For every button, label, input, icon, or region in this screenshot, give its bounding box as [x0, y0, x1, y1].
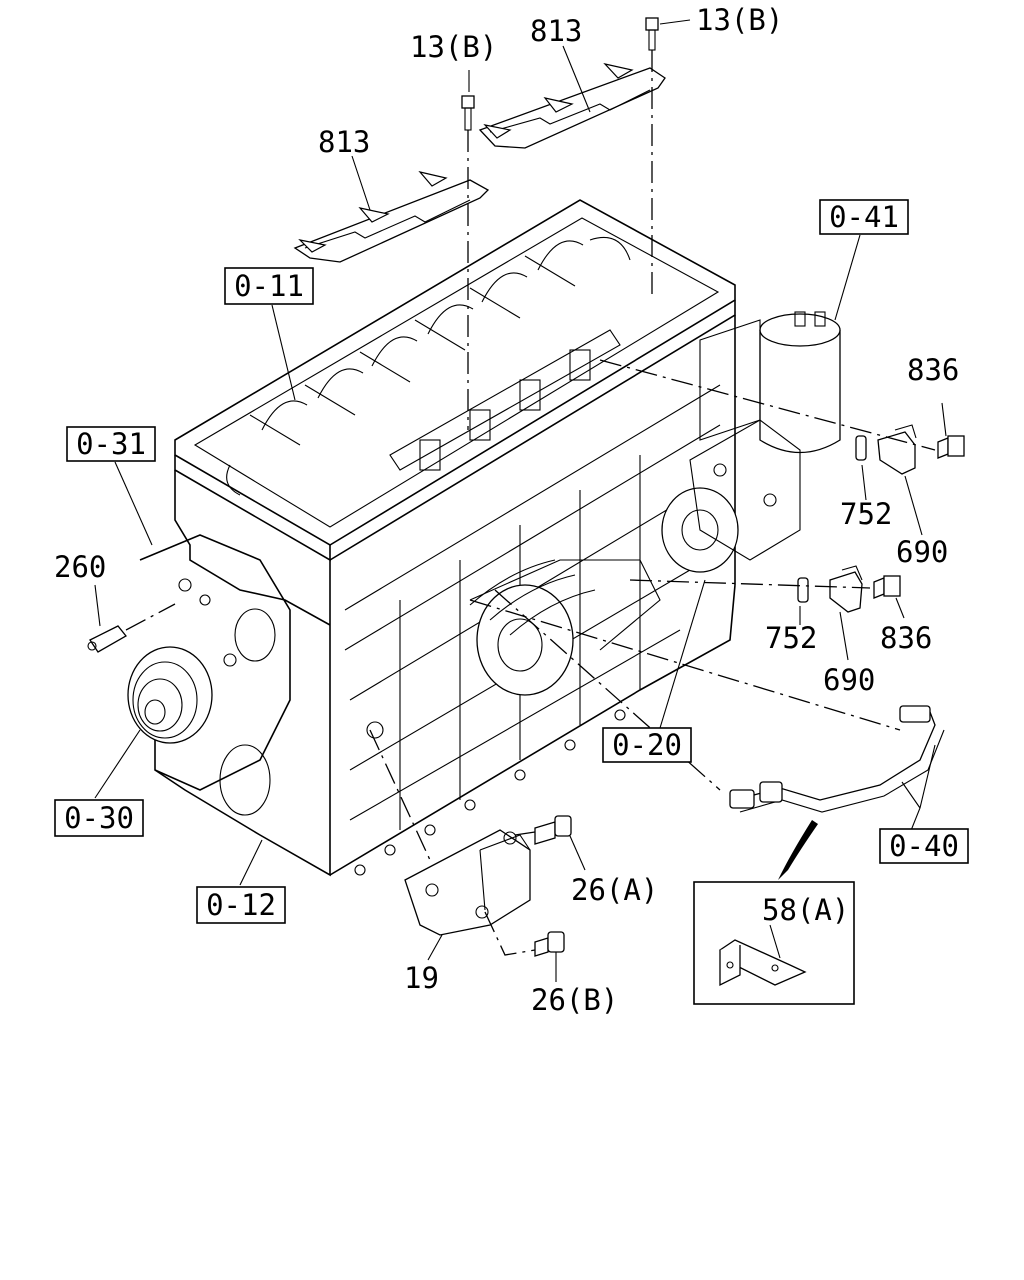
label-harness-813-right: 813	[530, 14, 582, 48]
ref-box-0-20: 0-20	[602, 727, 692, 763]
harness-bracket-813-left	[293, 171, 490, 263]
label-clip-58a: 58(A)	[762, 893, 849, 927]
sensor-260	[87, 603, 176, 653]
bolt-26a	[514, 815, 572, 845]
part-labels: 13(B) 13(B) 813 813 260 836 752 690 752 …	[54, 3, 959, 1017]
ref-box-0-12: 0-12	[196, 886, 286, 924]
ref-box-0-31: 0-31	[66, 426, 156, 462]
bolt-13b-left	[461, 95, 475, 430]
label-sensor-260: 260	[54, 550, 106, 584]
oring-752-lower	[797, 577, 809, 603]
label-bolt-13b-top: 13(B)	[696, 3, 783, 37]
bolt-836-upper	[937, 402, 965, 459]
ref-label-0-11: 0-11	[234, 269, 304, 303]
engine-block	[127, 199, 841, 877]
ref-label-0-40: 0-40	[889, 829, 959, 863]
ref-label-0-41: 0-41	[829, 200, 899, 234]
clip-58a-inset	[693, 820, 855, 1005]
label-bolt-836-upper: 836	[907, 353, 959, 387]
label-sensor-690-lower: 690	[823, 663, 875, 697]
label-bolt-26b: 26(B)	[531, 983, 618, 1017]
label-harness-813-left: 813	[318, 125, 370, 159]
label-oring-752-lower: 752	[765, 621, 817, 655]
oring-752-upper	[855, 435, 867, 461]
bolt-836-lower	[873, 575, 901, 599]
label-bolt-13b-left: 13(B)	[410, 30, 497, 64]
bolt-13b-top	[645, 17, 691, 300]
ref-box-0-11: 0-11	[224, 267, 314, 305]
ref-box-0-30: 0-30	[54, 799, 144, 837]
bolt-26b	[484, 911, 565, 957]
ref-box-0-41: 0-41	[819, 199, 909, 235]
label-bolt-26a: 26(A)	[571, 873, 658, 907]
ref-label-0-31: 0-31	[76, 427, 146, 461]
label-sensor-690-upper: 690	[896, 535, 948, 569]
ref-box-0-40: 0-40	[879, 828, 969, 864]
sensor-690-lower	[829, 565, 863, 613]
leader-lines	[94, 45, 936, 982]
harness-bracket-813-right	[478, 62, 666, 149]
ref-label-0-12: 0-12	[206, 888, 276, 922]
ref-label-0-20: 0-20	[612, 728, 682, 762]
bracket-19	[404, 829, 531, 936]
label-bolt-836-lower: 836	[880, 621, 932, 655]
label-oring-752-upper: 752	[840, 497, 892, 531]
sensor-690-upper	[877, 424, 917, 475]
label-bracket-19: 19	[404, 961, 439, 995]
ref-label-0-30: 0-30	[64, 801, 134, 835]
